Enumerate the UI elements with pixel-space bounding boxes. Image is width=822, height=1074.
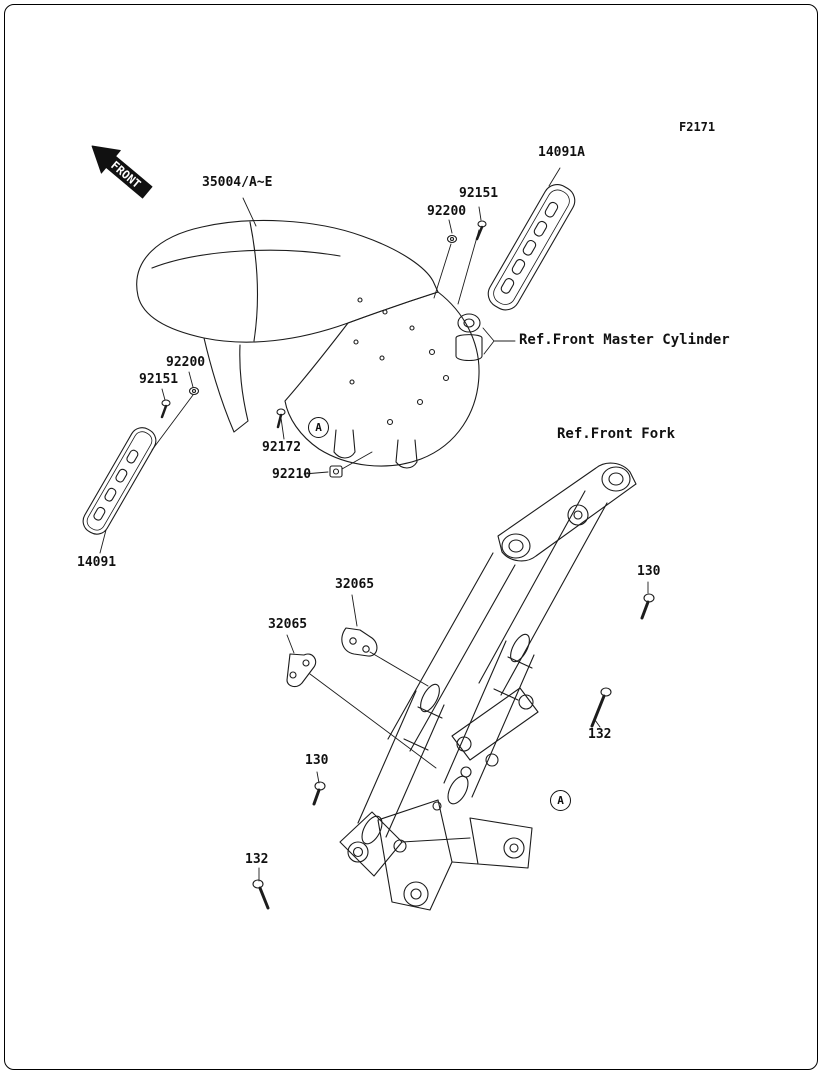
bracket-32065-top-drawing [341,627,378,657]
screw-92151-top-drawing [475,220,487,241]
front-fork-drawing [339,462,637,911]
part-label-screw-top: 92151 [459,186,499,201]
part-label-bolt-92172: 92172 [262,440,302,455]
washer-92200-left-drawing [188,386,200,396]
view-marker-a-lower: A [550,790,571,811]
front-arrow-icon: FRONT [91,145,153,199]
part-label-nut-92210: 92210 [272,467,312,482]
part-label-trim-left: 14091 [77,555,117,570]
part-label-bracket-top: 32065 [335,577,375,592]
part-label-fender: 35004/A~E [202,175,273,190]
part-label-bracket-left: 32065 [268,617,308,632]
part-label-bolt-132-bottom: 132 [245,852,269,867]
part-label-trim-right: 14091A [538,145,585,160]
trim-piece-right-drawing [487,184,576,311]
part-label-washer-top: 92200 [427,204,467,219]
nut-92210-drawing [329,465,343,478]
part-label-bolt-130-right: 130 [637,564,661,579]
trim-piece-left-drawing [82,427,157,535]
washer-92200-top-drawing [446,234,458,244]
view-marker-a-upper: A [308,417,329,438]
bolt-130-right-drawing [640,593,655,620]
bracket-32065-left-drawing [286,653,317,688]
master-cylinder-drawing [455,313,483,362]
screw-92151-left-drawing [160,399,171,419]
bolt-132-right-drawing [590,687,612,728]
ref-label-master-cylinder: Ref.Front Master Cylinder [519,332,730,348]
leader-lines [99,167,649,882]
part-label-bolt-132-right: 132 [588,727,612,742]
bolt-130-left-drawing [312,781,326,806]
front-fender-drawing [136,219,480,469]
part-label-bolt-130-left: 130 [305,753,329,768]
part-label-washer-left: 92200 [166,355,206,370]
bolt-132-bottom-drawing [252,879,270,910]
part-label-screw-left: 92151 [139,372,179,387]
bolt-92172-drawing [276,408,286,429]
front-arrow-label: FRONT [108,158,144,191]
page-code: F2171 [679,120,716,134]
ref-label-front-fork: Ref.Front Fork [557,426,676,442]
